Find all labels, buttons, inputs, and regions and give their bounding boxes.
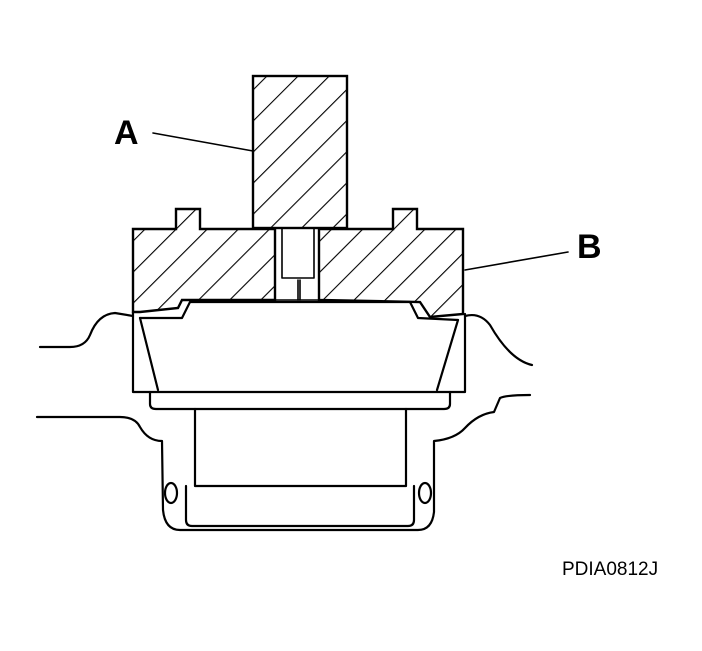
leader-line-b: [464, 251, 569, 271]
label-a: A: [114, 114, 139, 152]
leader-line-a: [152, 132, 254, 152]
tool-a-shaft: [251, 74, 349, 301]
housing: [35, 311, 534, 532]
figure-code: PDIA0812J: [562, 559, 658, 580]
seal-body: [131, 300, 467, 411]
label-b: B: [577, 228, 602, 266]
